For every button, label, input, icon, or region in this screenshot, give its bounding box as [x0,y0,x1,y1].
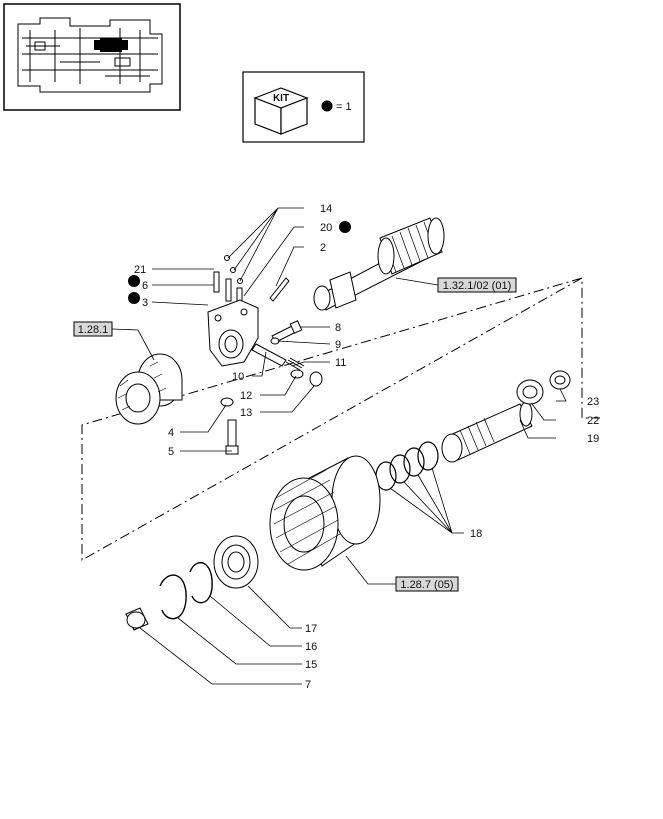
small-parts-group [213,255,290,309]
kit-marker-3-icon [128,292,140,304]
callout-20: 20 [320,222,332,234]
callout-7: 7 [305,679,311,691]
transmission-location-thumbnail [3,3,181,111]
callout-21: 21 [134,264,146,276]
clutch-shaft [441,370,571,463]
callout-15: 15 [305,659,317,671]
fastener-group [220,320,323,455]
kit-legend: KIT = 1 [242,71,365,143]
callout-6: 6 [142,280,148,292]
callout-5: 5 [168,446,174,458]
callout-8: 8 [335,322,341,334]
kit-cube-icon [253,87,309,135]
callout-14: 14 [320,203,332,215]
kit-equals-text: = 1 [336,101,352,113]
main-shaft [313,217,445,311]
ref-box-gear[interactable]: 1.28.1 [73,321,155,361]
callout-22: 22 [587,415,599,427]
ref-gear-text: 1.28.1 [78,324,109,336]
callout-2: 2 [320,242,326,254]
callout-labels: 14 20 2 21 6 3 8 9 10 11 12 13 4 5 23 22… [134,203,599,691]
lower-bearing-group [125,535,259,631]
leader-lines [139,207,567,685]
kit-cube-label: KIT [273,93,289,104]
callout-3: 3 [142,297,148,309]
callout-4: 4 [168,427,174,439]
callout-16: 16 [305,641,317,653]
ref-box-shaft[interactable]: 1.32.1/02 (01) [395,277,517,293]
callout-10: 10 [232,371,244,383]
o-rings [375,441,439,491]
ref-drum-text: 1.28.7 (05) [400,579,453,591]
ref-box-drum[interactable]: 1.28.7 (05) [345,555,459,592]
callout-23: 23 [587,396,599,408]
kit-marker-6-icon [128,275,140,287]
callout-13: 13 [240,407,252,419]
kit-marker-20-icon [339,221,351,233]
selector-housing [207,299,259,367]
callout-11: 11 [335,357,346,369]
gear-assembly-left [115,353,183,425]
kit-dot-icon [321,100,333,112]
callout-19: 19 [587,433,599,445]
assembly-dashed-boundary [81,277,600,561]
callout-9: 9 [335,339,341,351]
callout-12: 12 [240,390,252,402]
callout-18: 18 [470,528,482,540]
clutch-drum [269,455,381,571]
ref-shaft-text: 1.32.1/02 (01) [443,280,512,292]
callout-17: 17 [305,623,317,635]
